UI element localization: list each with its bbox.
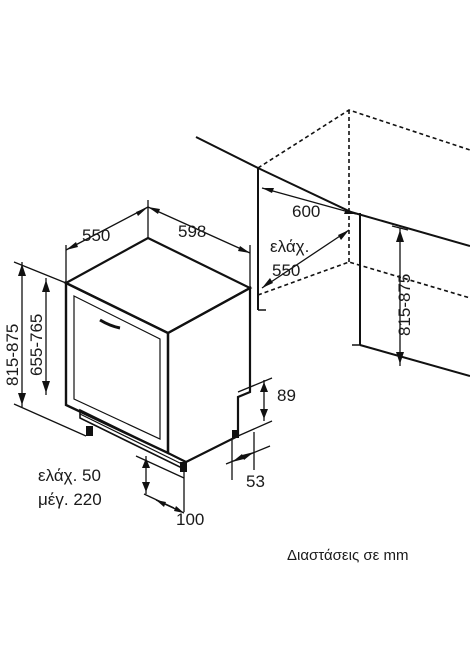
units-caption: Διαστάσεις σε mm: [287, 547, 408, 564]
niche-depth-value: 550: [272, 261, 300, 280]
foot-front-left: [86, 426, 93, 436]
dim-width: 598: [147, 206, 251, 288]
door-handle: [99, 318, 121, 330]
dim-foot-height: ελάχ. 50 μέγ. 220: [38, 455, 185, 509]
depth-label: 550: [82, 226, 110, 245]
dim-plinth-height: 89: [237, 377, 296, 437]
niche-width-label: 600: [292, 202, 320, 221]
dim-depth: 550: [65, 200, 149, 283]
foot-front-right: [180, 462, 187, 472]
installation-niche: [195, 109, 470, 377]
plinth-offset-label: 53: [246, 472, 265, 491]
dim-niche-depth: ελάχ. 550: [261, 229, 350, 289]
width-label: 598: [178, 222, 206, 241]
dim-niche-width: 600: [261, 187, 357, 221]
plinth-height-label: 89: [277, 386, 296, 405]
dim-foot-depth: 100: [143, 472, 204, 529]
dim-plinth-offset: 53: [225, 432, 271, 491]
foot-max-label: μέγ. 220: [38, 490, 102, 509]
niche-depth-prefix: ελάχ.: [270, 237, 309, 256]
dishwasher-body: [63, 236, 253, 472]
dim-total-height: 815-875: [3, 261, 87, 437]
foot-min-label: ελάχ. 50: [38, 466, 101, 485]
total-height-label: 815-875: [3, 324, 22, 386]
dim-niche-height: 815-875: [391, 225, 414, 366]
door-height-label: 655-765: [27, 314, 46, 376]
foot-back-right: [232, 430, 239, 438]
foot-depth-label: 100: [176, 510, 204, 529]
dim-door-height: 655-765: [27, 278, 50, 395]
niche-height-label: 815-875: [395, 274, 414, 336]
